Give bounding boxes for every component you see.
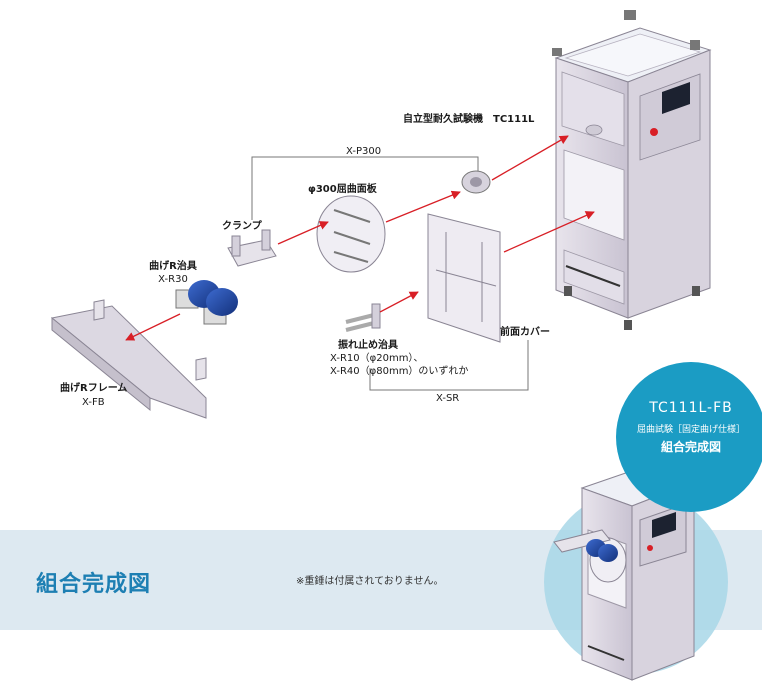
arrow-antishake-to-cover — [379, 291, 419, 313]
assembly-arrows — [125, 135, 595, 341]
arrow-cover-to-machine — [503, 211, 595, 253]
badge-caption: 組合完成図 — [660, 440, 721, 454]
completion-title: 組合完成図 — [36, 572, 152, 597]
x-p300-label: X-P300 — [346, 146, 382, 157]
arrow-flange-to-machine — [491, 135, 569, 181]
r-frame-code-label: X-FB — [82, 397, 105, 408]
anti-shake-name-label: 振れ止め治具 — [338, 340, 398, 351]
arrow-clamp-to-plate — [277, 221, 329, 245]
bend-plate-label: φ300屈曲面板 — [308, 184, 377, 195]
r-jig-name-label: 曲げR治具 — [149, 261, 197, 272]
r-frame-part — [50, 299, 207, 419]
front-cover-part — [427, 213, 501, 343]
clamp-label: クランプ — [222, 221, 262, 232]
anti-shake-part — [345, 303, 381, 332]
machine-tc111l — [552, 10, 712, 330]
front-cover-label: 前面カバー — [500, 327, 550, 338]
anti-shake-opt2-label: X-R40（φ80mm）のいずれか — [330, 366, 469, 377]
anti-shake-opt1-label: X-R10（φ20mm）、 — [330, 353, 424, 364]
flange-part — [461, 170, 491, 194]
machine-label: 自立型耐久試験機 TC111L — [403, 114, 535, 125]
clamp-part — [227, 229, 277, 267]
model-badge — [616, 362, 762, 512]
badge-subtitle: 屈曲試験［固定曲げ仕様］ — [636, 425, 745, 435]
r-frame-name-label: 曲げRフレーム — [60, 383, 128, 394]
x-sr-bracket — [369, 340, 529, 391]
r-jig-part — [175, 280, 238, 325]
r-jig-code-label: X-R30 — [158, 274, 188, 285]
arrow-rjig-to-frame — [125, 313, 181, 341]
x-p300-bracket — [251, 156, 479, 220]
badge-model: TC111L-FB — [649, 400, 733, 416]
weight-note: ※重錘は付属されておりません。 — [296, 576, 444, 587]
bend-plate-part — [316, 195, 386, 273]
arrow-plate-to-flange — [385, 190, 461, 223]
x-sr-label: X-SR — [436, 393, 460, 404]
